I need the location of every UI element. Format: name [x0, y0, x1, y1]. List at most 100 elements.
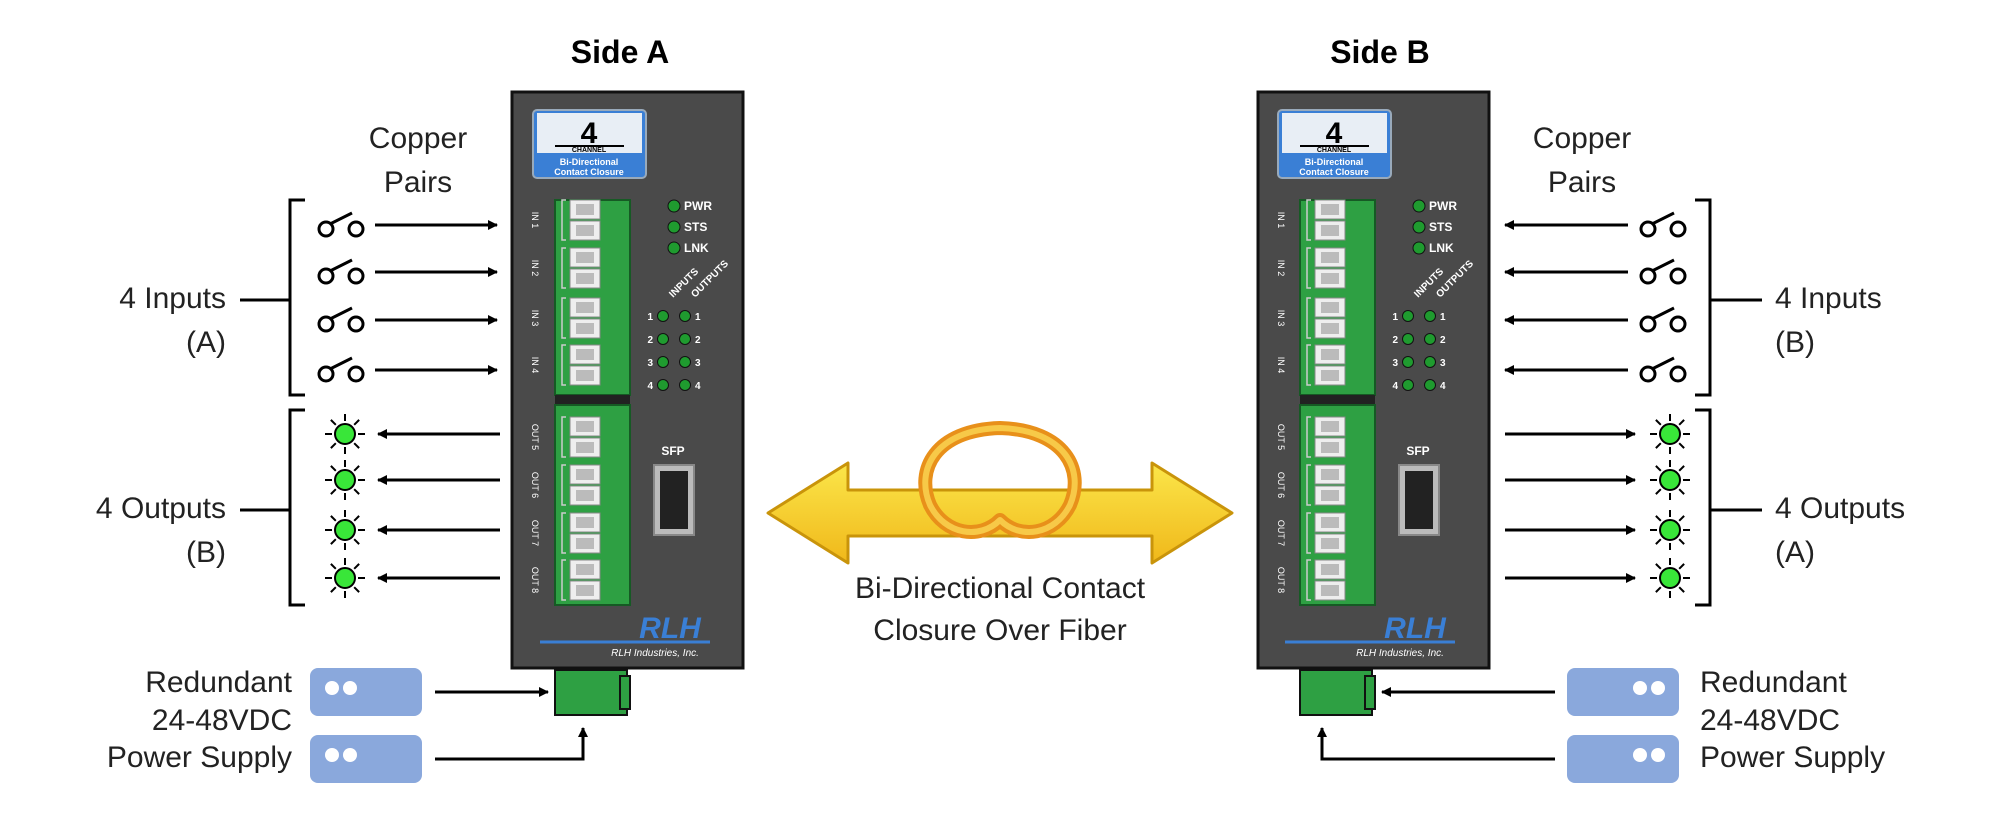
terminal-out-7: OUT 7 [1276, 512, 1346, 554]
channel-badge: 4 CHANNEL Bi-Directional Contact Closure [1277, 109, 1392, 179]
svg-text:LNK: LNK [1429, 241, 1454, 255]
terminal-label: OUT 5 [530, 424, 540, 450]
svg-text:4: 4 [1440, 381, 1446, 392]
side-a-lamps [325, 414, 500, 598]
led-pwr: PWR [667, 199, 712, 213]
terminal-label: IN 2 [530, 260, 540, 277]
lamp-icon [1650, 414, 1690, 454]
contact-switch-icon [1639, 258, 1687, 285]
side-a-outputs-bracket [288, 408, 305, 607]
terminal-label: IN 1 [530, 212, 540, 229]
side-b-outputs-line2: (A) [1775, 536, 1815, 569]
sfp-label: SFP [1406, 444, 1429, 458]
lamp-icon [325, 460, 365, 500]
side-b-power-line2: 24-48VDC [1700, 704, 1840, 737]
svg-text:4: 4 [1392, 381, 1398, 392]
side-b-outputs-bracket [1695, 408, 1712, 607]
sfp-port[interactable]: SFP [1398, 444, 1440, 536]
badge-channel: CHANNEL [572, 147, 607, 154]
side-b-title: Side B [1330, 34, 1430, 70]
svg-text:2: 2 [1392, 335, 1398, 346]
badge-sub-line2: Contact Closure [554, 167, 624, 177]
terminal-label: IN 4 [530, 357, 540, 374]
badge-sub-line2: Contact Closure [1299, 167, 1369, 177]
logo-text: RLH [639, 612, 702, 645]
terminal-in-2: IN 2 [530, 247, 601, 289]
side-a-status-leds: PWR STS LNK [667, 199, 712, 255]
terminal-out-6: OUT 6 [1276, 464, 1346, 506]
terminal-in-3: IN 3 [1276, 297, 1346, 339]
fiber-label-line1: Bi-Directional Contact [855, 572, 1146, 605]
contact-switch-icon [1639, 306, 1687, 333]
terminal-in-4: IN 4 [1276, 344, 1346, 386]
terminal-block-inputs [1299, 199, 1376, 606]
contact-switch-icon [317, 211, 365, 238]
side-a-inputs-bracket [288, 198, 305, 397]
lamp-icon [1650, 510, 1690, 550]
side-a-power-line3: Power Supply [107, 741, 292, 774]
terminal-label: IN 3 [530, 310, 540, 327]
terminal-out-6: OUT 6 [530, 464, 601, 506]
side-b-psu-1 [1567, 668, 1679, 716]
terminal-label: OUT 8 [530, 567, 540, 593]
svg-text:3: 3 [1392, 358, 1398, 369]
terminal-out-5: OUT 5 [1276, 416, 1346, 458]
svg-text:1: 1 [695, 312, 701, 323]
side-b-lamps [1505, 414, 1690, 598]
terminal-out-5: OUT 5 [530, 416, 601, 458]
fiber-label-line2: Closure Over Fiber [873, 614, 1126, 647]
badge-number: 4 [581, 117, 598, 150]
svg-text:LNK: LNK [684, 241, 709, 255]
terminal-label: IN 3 [1276, 310, 1286, 327]
rlh-logo: RLH RLH Industries, Inc. [1285, 612, 1455, 659]
badge-channel: CHANNEL [1317, 147, 1352, 154]
svg-text:1: 1 [1440, 312, 1446, 323]
side-a-copper-line1: Copper [369, 122, 467, 155]
svg-text:2: 2 [695, 335, 701, 346]
svg-text:1: 1 [647, 312, 653, 323]
side-a-inputs-line1: 4 Inputs [119, 282, 226, 315]
side-b-power-line1: Redundant [1700, 666, 1847, 699]
terminal-label: OUT 5 [1276, 424, 1286, 450]
sfp-label: SFP [661, 444, 684, 458]
svg-text:PWR: PWR [684, 199, 712, 213]
led-pwr: PWR [1412, 199, 1457, 213]
side-b-copper-line2: Pairs [1548, 166, 1616, 199]
svg-text:1: 1 [1392, 312, 1398, 323]
terminal-label: OUT 6 [530, 472, 540, 498]
sfp-port[interactable]: SFP [653, 444, 695, 536]
terminal-in-1: IN 1 [530, 199, 601, 241]
svg-text:4: 4 [647, 381, 653, 392]
terminal-in-1: IN 1 [1276, 199, 1346, 241]
led-lnk: LNK [667, 241, 709, 255]
side-b-inputs-line1: 4 Inputs [1775, 282, 1882, 315]
side-a-power-line2: 24-48VDC [152, 704, 292, 737]
terminal-label: OUT 7 [1276, 520, 1286, 546]
side-a-terminals: IN 1 IN 2 IN 3 IN 4 OUT 5 OUT 6 OUT 7 OUT 8 [530, 199, 601, 601]
terminal-out-8: OUT 8 [1276, 559, 1346, 601]
svg-text:3: 3 [695, 358, 701, 369]
terminal-label: OUT 8 [1276, 567, 1286, 593]
side-b-copper-line1: Copper [1533, 122, 1631, 155]
svg-text:4: 4 [695, 381, 701, 392]
lamp-icon [1650, 460, 1690, 500]
side-a-psu-1 [310, 668, 422, 716]
side-a-power-line1: Redundant [145, 666, 292, 699]
side-a-outputs-line2: (B) [186, 536, 226, 569]
side-b-power-line3: Power Supply [1700, 741, 1885, 774]
lamp-icon [325, 414, 365, 454]
rlh-logo: RLH RLH Industries, Inc. [540, 612, 710, 659]
side-a: Side A 4 CHANNEL Bi-Directional Contact … [96, 34, 745, 783]
side-a-psu-2 [310, 735, 422, 783]
led-sts: STS [667, 220, 707, 234]
terminal-out-7: OUT 7 [530, 512, 601, 554]
svg-text:2: 2 [647, 335, 653, 346]
